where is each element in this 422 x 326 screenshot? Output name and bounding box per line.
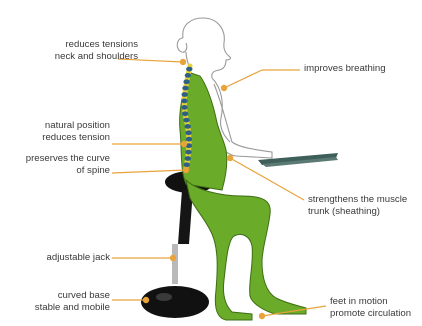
stool-base (141, 286, 209, 318)
vertebra (185, 156, 191, 161)
label-line: strengthens the muscle (308, 194, 407, 206)
leader-feet-dot (259, 313, 264, 318)
label-line: of spine (26, 165, 110, 177)
label-line: trunk (sheathing) (308, 206, 407, 218)
leader-breathing-dot (221, 85, 226, 90)
label-line: adjustable jack (47, 252, 110, 264)
label-line: feet in motion (330, 296, 411, 308)
vertebra (186, 67, 192, 72)
leader-curve-dot (183, 167, 188, 172)
label-preserves-curve: preserves the curve of spine (26, 153, 110, 176)
label-line: reduces tensions (55, 39, 138, 51)
leader-trunk-dot (227, 155, 232, 160)
leader-base-dot (143, 297, 148, 302)
label-improves-breathing: improves breathing (304, 63, 386, 75)
vertebra (185, 124, 191, 129)
vertebra (182, 92, 188, 97)
leader-curve (112, 170, 186, 173)
leader-breathing (224, 70, 262, 88)
leader-neck-dot (180, 59, 185, 64)
vertebra (185, 73, 191, 78)
label-line: neck and shoulders (55, 51, 138, 63)
figure-body (180, 72, 306, 320)
vertebra (181, 105, 187, 110)
label-reduces-tensions: reduces tensions neck and shoulders (55, 39, 138, 62)
label-line: promote circulation (330, 308, 411, 320)
vertebra (185, 150, 191, 155)
label-natural-position: natural position reduces tension (42, 120, 110, 143)
hair-bun (177, 38, 187, 52)
vertebra (183, 118, 189, 123)
label-line: natural position (42, 120, 110, 132)
label-line: stable and mobile (35, 302, 110, 314)
label-line: reduces tension (42, 132, 110, 144)
vertebra (182, 86, 188, 91)
desk (258, 153, 338, 167)
stool-base-highlight (156, 293, 172, 301)
vertebra (185, 130, 191, 135)
leader-jack-dot (170, 255, 175, 260)
vertebra (184, 162, 190, 167)
vertebra (181, 99, 187, 104)
label-curved-base: curved base stable and mobile (35, 290, 110, 313)
vertebra (183, 79, 189, 84)
label-line: curved base (35, 290, 110, 302)
stool-pole (172, 244, 178, 284)
label-line: preserves the curve (26, 153, 110, 165)
label-line: improves breathing (304, 63, 386, 75)
vertebra (186, 137, 192, 142)
vertebra (182, 111, 188, 116)
leader-natural-dot (181, 141, 186, 146)
label-adjustable-jack: adjustable jack (47, 252, 110, 264)
label-strengthens-muscle: strengthens the muscle trunk (sheathing) (308, 194, 407, 217)
label-feet-in-motion: feet in motion promote circulation (330, 296, 411, 319)
